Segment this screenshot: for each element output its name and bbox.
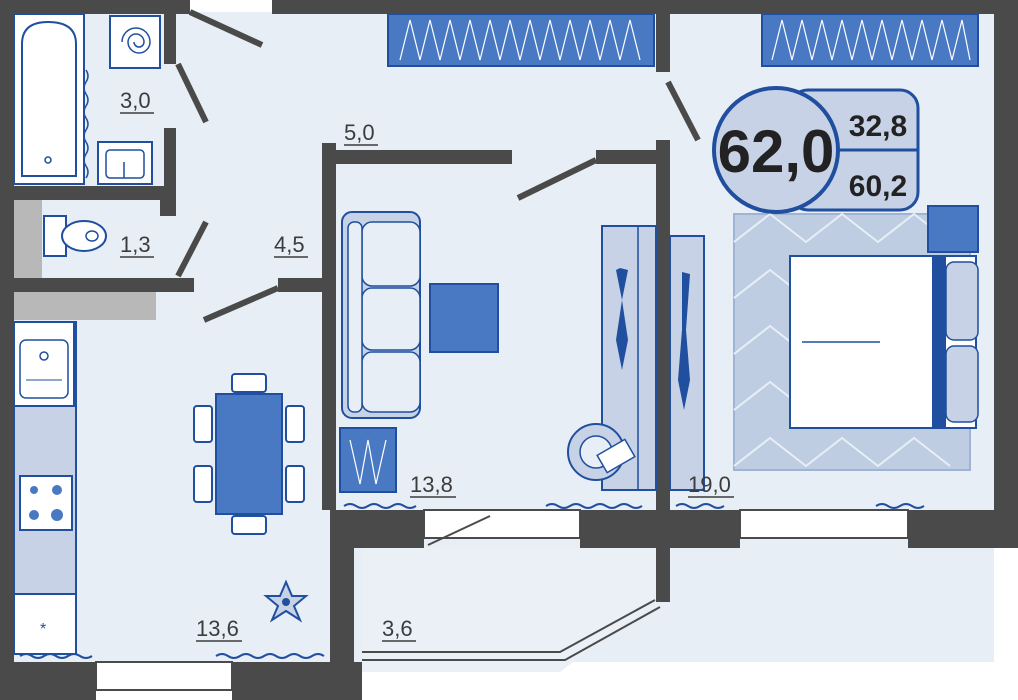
coffee-table — [429, 283, 499, 353]
corridor-side-area: 4,5 — [274, 232, 305, 257]
stove — [19, 475, 73, 531]
corridor-top-area: 5,0 — [344, 120, 375, 145]
washing-machine — [109, 15, 161, 69]
balcony-area: 3,6 — [382, 616, 413, 641]
bathtub — [13, 13, 85, 185]
hall-niche — [14, 292, 156, 320]
room-labels: 3,0 1,3 5,0 4,5 13,6 13,8 19,0 3,6 — [120, 88, 734, 642]
bathroom-curtain — [83, 69, 89, 179]
nightstand — [927, 205, 979, 253]
radiators — [387, 13, 979, 67]
door-leaves — [175, 9, 701, 323]
bathroom-sink — [97, 141, 153, 185]
toilet — [14, 200, 107, 278]
balcony-rail — [362, 599, 661, 661]
bedroom-wardrobe — [669, 235, 705, 491]
toilet-area: 1,3 — [120, 232, 151, 257]
plant-icon — [263, 579, 309, 623]
living-room-area: 13,8 — [410, 472, 453, 497]
bedroom-area: 19,0 — [688, 472, 731, 497]
desk-chair — [567, 423, 636, 481]
svg-text:*: * — [40, 621, 46, 638]
fridge: * — [13, 593, 77, 655]
sofa — [341, 211, 421, 419]
side-cabinet — [339, 427, 397, 493]
bed — [789, 255, 979, 429]
area-without-balcony: 60,2 — [849, 170, 907, 203]
area-badge: 62,0 32,8 60,2 — [712, 86, 920, 214]
total-area: 62,0 — [718, 118, 835, 185]
living-area: 32,8 — [849, 110, 907, 143]
kitchen-area: 13,6 — [196, 616, 239, 641]
floor-edges — [19, 503, 925, 659]
balcony-floor — [362, 548, 658, 672]
windows — [95, 509, 909, 691]
bathroom-area: 3,0 — [120, 88, 151, 113]
dining-table — [193, 373, 305, 535]
